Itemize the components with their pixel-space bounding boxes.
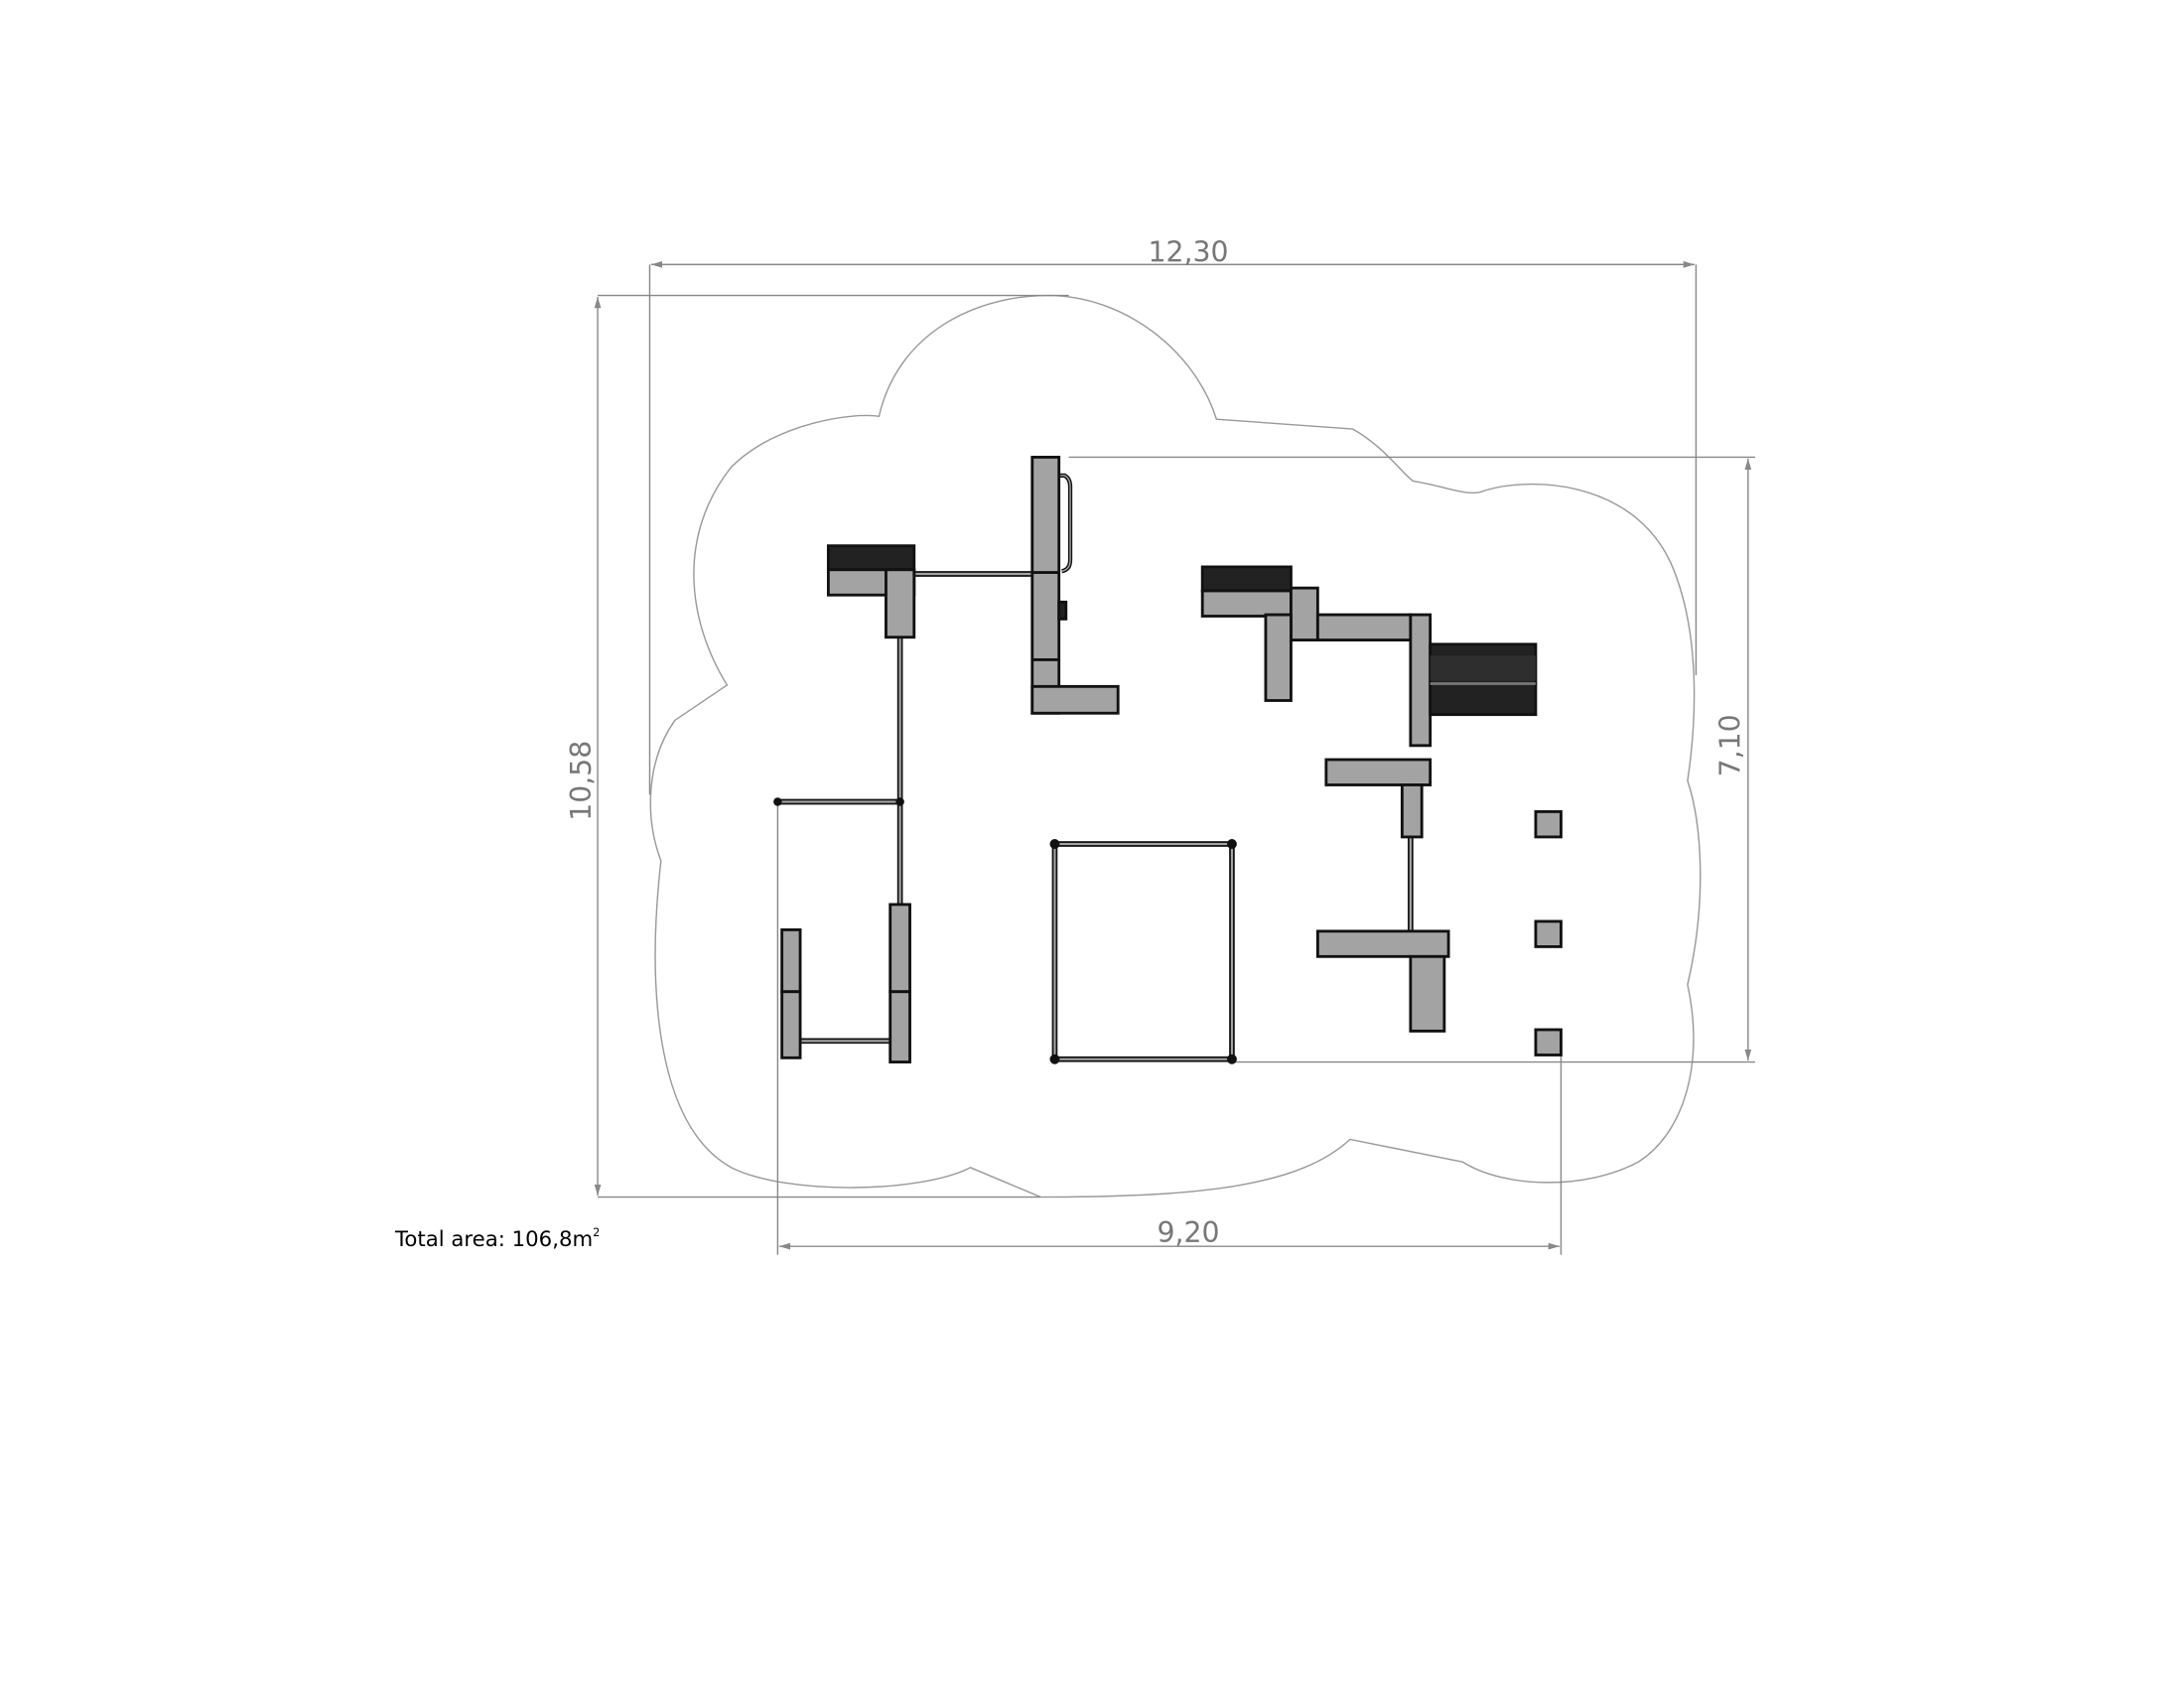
extension-lines <box>598 264 1755 1255</box>
overall-depth-label: 10,58 <box>565 741 598 821</box>
equipment-width-label: 9,20 <box>1157 1216 1219 1249</box>
left-equipment-group <box>773 544 1034 1063</box>
total-area-label: Total area: 106,8m2 <box>394 1225 600 1252</box>
safety-zone-outline <box>649 294 1702 1198</box>
equipment-depth-label: 7,10 <box>1713 714 1746 776</box>
stepping-posts <box>1534 810 1563 1056</box>
overall-width-label: 12,30 <box>1148 236 1228 269</box>
tower-equipment <box>1030 456 1120 715</box>
square-frame-equipment <box>1049 839 1237 1064</box>
right-equipment-group <box>1200 565 1538 1033</box>
